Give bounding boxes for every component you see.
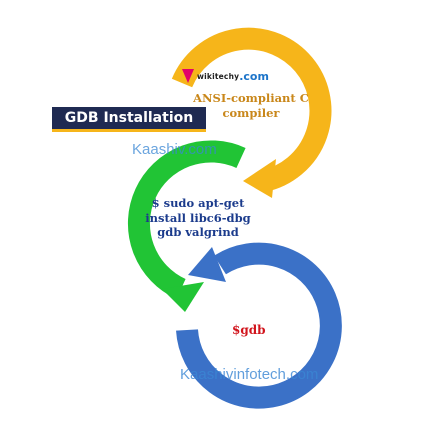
step-3-label: $gdb — [232, 323, 266, 337]
blue-arc — [176, 242, 342, 409]
wikitechy-logo: wikitechy .com — [182, 69, 269, 83]
green-arrow-head — [162, 282, 204, 312]
yellow-arc — [171, 27, 332, 192]
step-2-label: $ sudo apt-get install libc6-dbg gdb val… — [145, 196, 251, 239]
wikitechy-logo-icon — [182, 69, 194, 83]
green-arc — [128, 140, 246, 299]
logo-suffix: .com — [239, 69, 269, 83]
watermark-kaashivinfotech: Kaashivinfotech.com — [180, 366, 319, 383]
blue-arrow-head — [188, 247, 226, 282]
step-1-label: ANSI-compliant C compiler — [193, 91, 309, 120]
watermark-kaashiv: Kaashiv.com — [132, 141, 217, 158]
logo-name: wikitechy — [197, 71, 240, 81]
diagram-title: GDB Installation — [52, 107, 206, 132]
yellow-arrow-head — [243, 159, 276, 198]
